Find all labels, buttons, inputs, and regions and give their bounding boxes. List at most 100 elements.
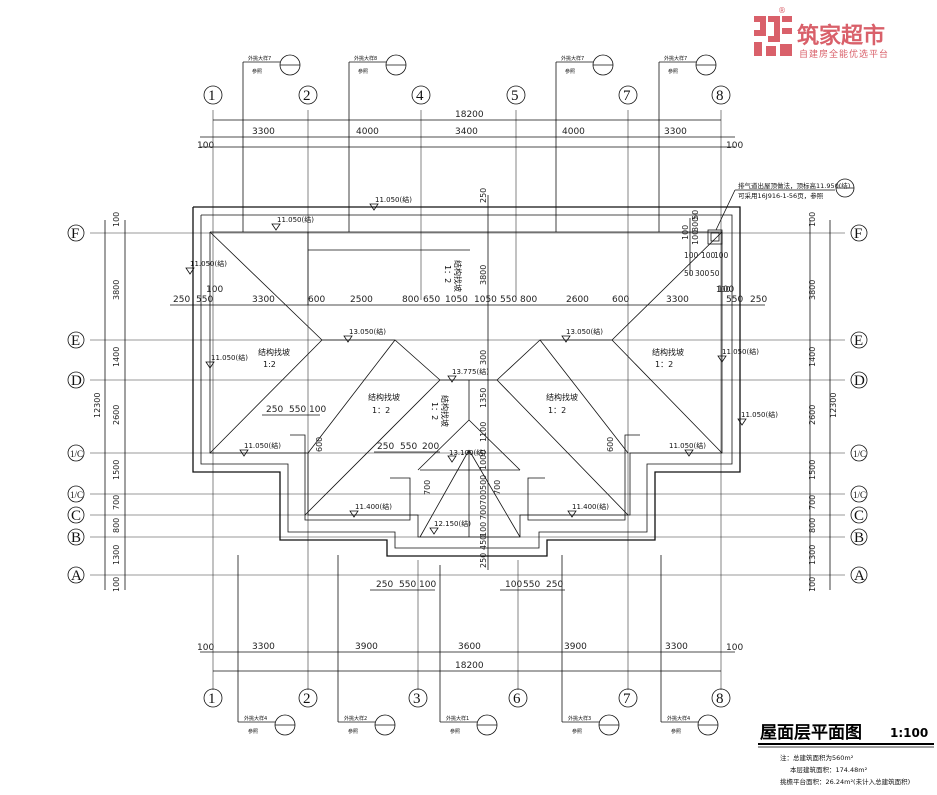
note-floor-area: 本层建筑面积：174.48m²	[790, 765, 868, 774]
dim-value: 600	[612, 295, 629, 305]
axis-label: B	[71, 530, 81, 546]
dim-segment: 800	[112, 518, 121, 533]
elevation-marker: 12.150(结)	[429, 519, 471, 535]
dim-value: 550	[399, 580, 416, 590]
dim-segment: 700	[112, 495, 121, 510]
detail-callout: 外挑大样7 参照	[658, 54, 717, 232]
dim-value: 300	[691, 217, 700, 232]
dim-value: 700	[479, 505, 488, 520]
left-dimensions: 3800 1400 2600 1500 700 800 1300 12300 1…	[93, 212, 126, 592]
elevation-marker: 13.050(结)	[561, 327, 603, 343]
svg-text:11.050(结): 11.050(结)	[211, 353, 248, 362]
dim-segment: 3300	[252, 642, 275, 652]
dim-value: 250	[546, 580, 563, 590]
elevation-marker: 13.775(结)	[447, 367, 489, 383]
axis-label: B	[854, 530, 864, 546]
elevation-marker: 11.050(结)	[205, 353, 248, 369]
dim-value: 550	[289, 405, 306, 415]
registered-mark: ®	[778, 6, 786, 15]
dim-edge: 100	[726, 643, 743, 653]
svg-text:参照: 参照	[572, 728, 582, 735]
dim-value: 250	[377, 442, 394, 452]
elevation-marker: 11.050(结)	[737, 410, 778, 426]
svg-text:参照: 参照	[565, 68, 575, 75]
dim-segment: 3900	[564, 642, 587, 652]
dim-value: 100	[681, 225, 690, 240]
dim-value: 450	[479, 535, 488, 550]
axis-label: A	[71, 568, 82, 584]
drawing-title: 屋面层平面图	[760, 723, 862, 743]
note-total-area: 注：总建筑面积为560m²	[780, 753, 854, 762]
dim-value: 500	[479, 475, 488, 490]
dim-value: 100	[309, 405, 326, 415]
svg-text:11.050(结): 11.050(结)	[375, 195, 412, 204]
svg-text:11.400(结): 11.400(结)	[355, 502, 392, 511]
axis-label: C	[71, 508, 81, 524]
right-dimensions: 3800 1400 2600 1500 700 800 1300 12300 1…	[808, 212, 838, 592]
dim-value: 50	[710, 269, 720, 278]
dim-total-left: 12300	[93, 393, 102, 418]
axis-label: 1/C	[70, 449, 83, 459]
dim-value: 3300	[666, 295, 689, 305]
svg-text:外挑大样7: 外挑大样7	[664, 55, 687, 62]
axis-label: 4	[416, 88, 424, 104]
dim-segment: 3900	[355, 642, 378, 652]
axis-label: 1	[208, 88, 216, 104]
title-block: 屋面层平面图 1:100 注：总建筑面积为560m² 本层建筑面积：174.48…	[758, 723, 934, 786]
dim-edge: 100	[808, 577, 817, 592]
slope-ratio: 1：2	[548, 406, 566, 415]
svg-text:参照: 参照	[248, 728, 258, 735]
dim-value: 100	[684, 251, 699, 260]
dim-segment: 1500	[808, 460, 817, 480]
svg-text:13.100(结): 13.100(结)	[449, 448, 486, 457]
dim-value: 1000	[479, 450, 488, 470]
detail-callout: 外挑大样4 参照	[660, 555, 719, 736]
dim-value: 700	[479, 490, 488, 505]
dim-value: 1050	[474, 295, 497, 305]
axis-label: 1/C	[70, 490, 83, 500]
bottom-dimensions: 3300 3900 3600 3900 3300 18200 100 100	[197, 642, 743, 672]
slope-label: 结构找坡	[368, 392, 400, 402]
slope-label: 结构找坡	[652, 347, 684, 357]
dim-value: 3300	[252, 295, 275, 305]
slope-label: 结构找坡	[258, 347, 290, 357]
dim-value: 100	[714, 251, 729, 260]
svg-text:11.050(结): 11.050(结)	[190, 259, 227, 268]
axis-label: 3	[413, 691, 421, 707]
dim-value: 800	[402, 295, 419, 305]
svg-text:外挑大样4: 外挑大样4	[244, 715, 267, 722]
dim-value: 100	[419, 580, 436, 590]
axis-bubbles-left: F E D 1/C 1/C C B A	[67, 224, 85, 584]
dim-total-bottom: 18200	[455, 661, 484, 671]
svg-text:11.050(结): 11.050(结)	[244, 441, 281, 450]
dim-total-right: 12300	[829, 393, 838, 418]
detail-callout: 外挑大样2 参照	[337, 555, 396, 736]
dim-value: 100	[479, 522, 488, 537]
dim-value: 3800	[479, 265, 488, 285]
axis-label: D	[71, 373, 82, 389]
slope-labels: 结构找坡 1:2 结构找坡 1：2 结构找坡 1：2 结构找坡 1：2 结构找坡…	[258, 260, 684, 427]
axis-bubbles-right: F E D 1/C 1/C C B A	[850, 224, 868, 584]
dim-value: 250	[479, 553, 488, 568]
slope-label: 结构找坡	[453, 260, 463, 292]
elevation-marker: 11.050(结)	[369, 195, 412, 211]
svg-text:13.050(结): 13.050(结)	[349, 327, 386, 336]
svg-text:11.050(结): 11.050(结)	[277, 215, 314, 224]
dim-value: 250	[750, 295, 767, 305]
svg-text:外挑大样1: 外挑大样1	[446, 715, 469, 722]
dim-value: 600	[308, 295, 325, 305]
dim-value: 250	[173, 295, 190, 305]
logo-tagline: 自建房全能优选平台	[799, 48, 889, 60]
dim-value: 100	[691, 230, 700, 245]
svg-text:11.050(结): 11.050(结)	[722, 347, 759, 356]
top-dimensions: 18200 3300 4000 3400 4000 3300 100 100	[197, 110, 743, 151]
dim-value: 800	[520, 295, 537, 305]
vent-note-line1: 排气道出屋顶做法，顶标高11.950(结)	[738, 181, 850, 190]
roof-outline	[192, 206, 741, 557]
dim-value: 250	[376, 580, 393, 590]
svg-text:参照: 参照	[252, 68, 262, 75]
slope-ratio: 1：2	[372, 406, 390, 415]
dim-value: 550	[523, 580, 540, 590]
axis-label: 2	[303, 88, 311, 104]
logo-brand-text: 筑家超市	[797, 23, 885, 49]
